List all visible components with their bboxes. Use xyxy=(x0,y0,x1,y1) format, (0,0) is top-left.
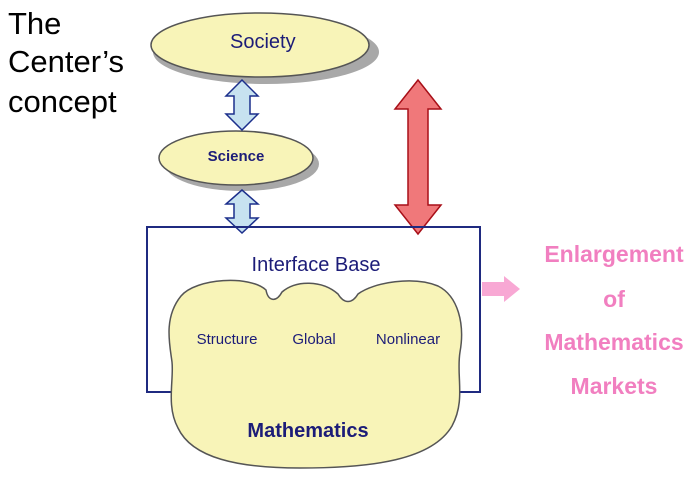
title-line-3: concept xyxy=(8,84,117,119)
structure-label: Structure xyxy=(196,331,258,348)
global-label: Global xyxy=(292,331,336,348)
outcome-line-1: Enlargement xyxy=(544,241,684,267)
outcome-line-4: Markets xyxy=(570,373,658,399)
interface-base-label: Interface Base xyxy=(251,254,381,276)
science-label: Science xyxy=(207,148,265,165)
enlargement-arrow xyxy=(482,276,520,302)
society-interface-arrow xyxy=(393,78,443,236)
outcome-line-2: of xyxy=(603,286,625,312)
society-science-arrow xyxy=(224,78,260,132)
title-line-2: Center’s xyxy=(8,44,125,79)
mathematics-label: Mathematics xyxy=(247,420,369,442)
society-label: Society xyxy=(230,31,296,53)
science-interface-arrow xyxy=(224,189,260,235)
society-ellipse xyxy=(150,12,370,78)
nonlinear-label: Nonlinear xyxy=(375,331,441,348)
science-ellipse xyxy=(158,130,314,186)
title-line-1: The xyxy=(8,6,62,41)
mathematics-shape xyxy=(168,279,463,469)
outcome-line-3: Mathematics xyxy=(544,329,684,355)
